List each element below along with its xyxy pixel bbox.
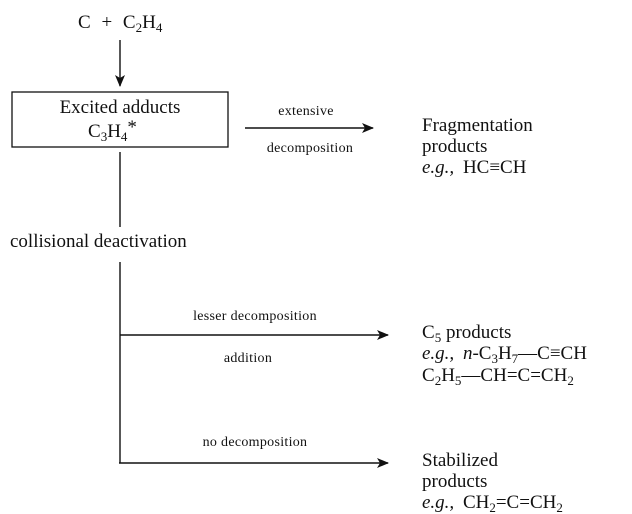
- fragmentation-products-line1: Fragmentation: [422, 115, 533, 136]
- stabilized-products-line2: products: [422, 471, 487, 492]
- collisional-deactivation-label: collisional deactivation: [10, 231, 187, 252]
- subscript: 4: [156, 20, 163, 35]
- branch1-label-below: decomposition: [267, 141, 353, 156]
- branch2-label-below: addition: [224, 351, 272, 366]
- subscript: 2: [136, 20, 143, 35]
- excited-adducts-formula: C3H4*: [88, 117, 137, 144]
- excited-adducts-label: Excited adducts: [60, 97, 181, 118]
- stabilized-example: e.g., CH2=C=CH2: [422, 492, 563, 514]
- c5-products-title: C5 products: [422, 322, 511, 345]
- reactant-ethylene-c: C: [123, 12, 136, 33]
- stabilized-products-line1: Stabilized: [422, 450, 498, 471]
- c5-example-1: e.g., n-C3H7—C≡CH: [422, 343, 587, 366]
- branch3-label-above: no decomposition: [203, 435, 308, 450]
- fragmentation-example: e.g., HC≡CH: [422, 157, 527, 178]
- branch2-label-above: lesser decomposition: [193, 309, 317, 324]
- fragmentation-products-line2: products: [422, 136, 487, 157]
- reactant-carbon: C: [78, 12, 91, 33]
- reactant-ethylene-h: H: [142, 12, 156, 33]
- c5-example-2: C2H5—CH=C=CH2: [422, 365, 574, 388]
- reactants-formula: C + C2H4: [78, 12, 163, 35]
- excited-adducts-box: [11, 91, 229, 148]
- branch1-label-above: extensive: [278, 104, 334, 119]
- plus-sign: +: [101, 12, 112, 33]
